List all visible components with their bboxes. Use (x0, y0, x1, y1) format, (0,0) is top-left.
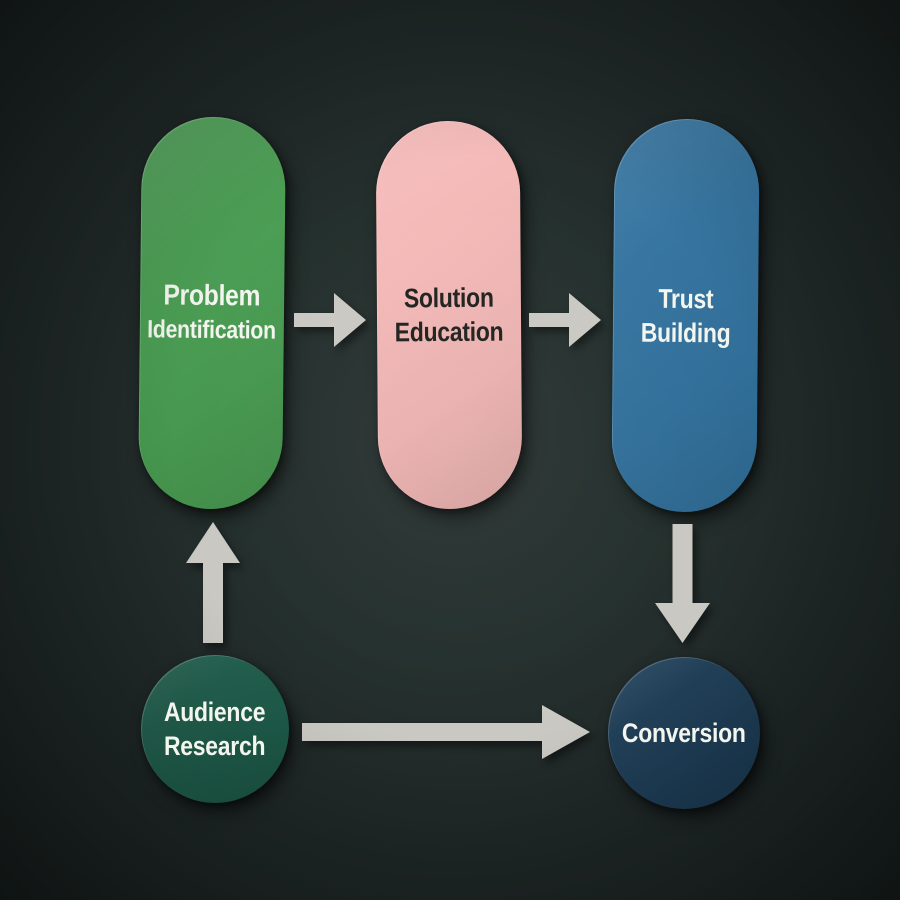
node-trust-line1: Trust (658, 283, 714, 314)
arrow-right-shape (529, 293, 601, 347)
node-conversion-label: Conversion (622, 716, 746, 750)
arrow-problem-to-solution-icon (294, 293, 366, 347)
node-trust-building: Trust Building (611, 118, 760, 513)
arrow-right-long-shape (302, 705, 590, 759)
arrow-audience-to-problem-icon (186, 522, 240, 643)
node-audience-line1: Audience (164, 697, 266, 727)
node-trust-line2: Building (640, 317, 731, 348)
node-trust-building-label: Trust Building (640, 281, 730, 350)
node-problem-identification-label: Problem Identification (147, 278, 276, 347)
arrow-solution-to-trust-icon (529, 293, 601, 347)
node-solution-education: Solution Education (375, 120, 523, 510)
node-audience-research-label: Audience Research (164, 695, 266, 763)
node-solution-line2: Education (394, 316, 504, 348)
node-problem-line2: Identification (147, 315, 277, 345)
node-problem-identification: Problem Identification (137, 116, 287, 510)
node-conversion-line1: Conversion (622, 718, 746, 748)
arrow-up-shape (186, 522, 240, 643)
node-problem-line1: Problem (163, 279, 261, 313)
node-audience-research: Audience Research (141, 655, 289, 803)
node-conversion: Conversion (608, 657, 760, 809)
arrow-audience-to-conversion-icon (302, 705, 590, 759)
arrow-trust-to-conversion-icon (655, 524, 710, 643)
arrow-right-shape (294, 293, 366, 347)
arrow-down-shape (655, 524, 710, 643)
node-solution-education-label: Solution Education (394, 281, 504, 350)
node-audience-line2: Research (164, 731, 266, 761)
node-solution-line1: Solution (403, 282, 494, 314)
